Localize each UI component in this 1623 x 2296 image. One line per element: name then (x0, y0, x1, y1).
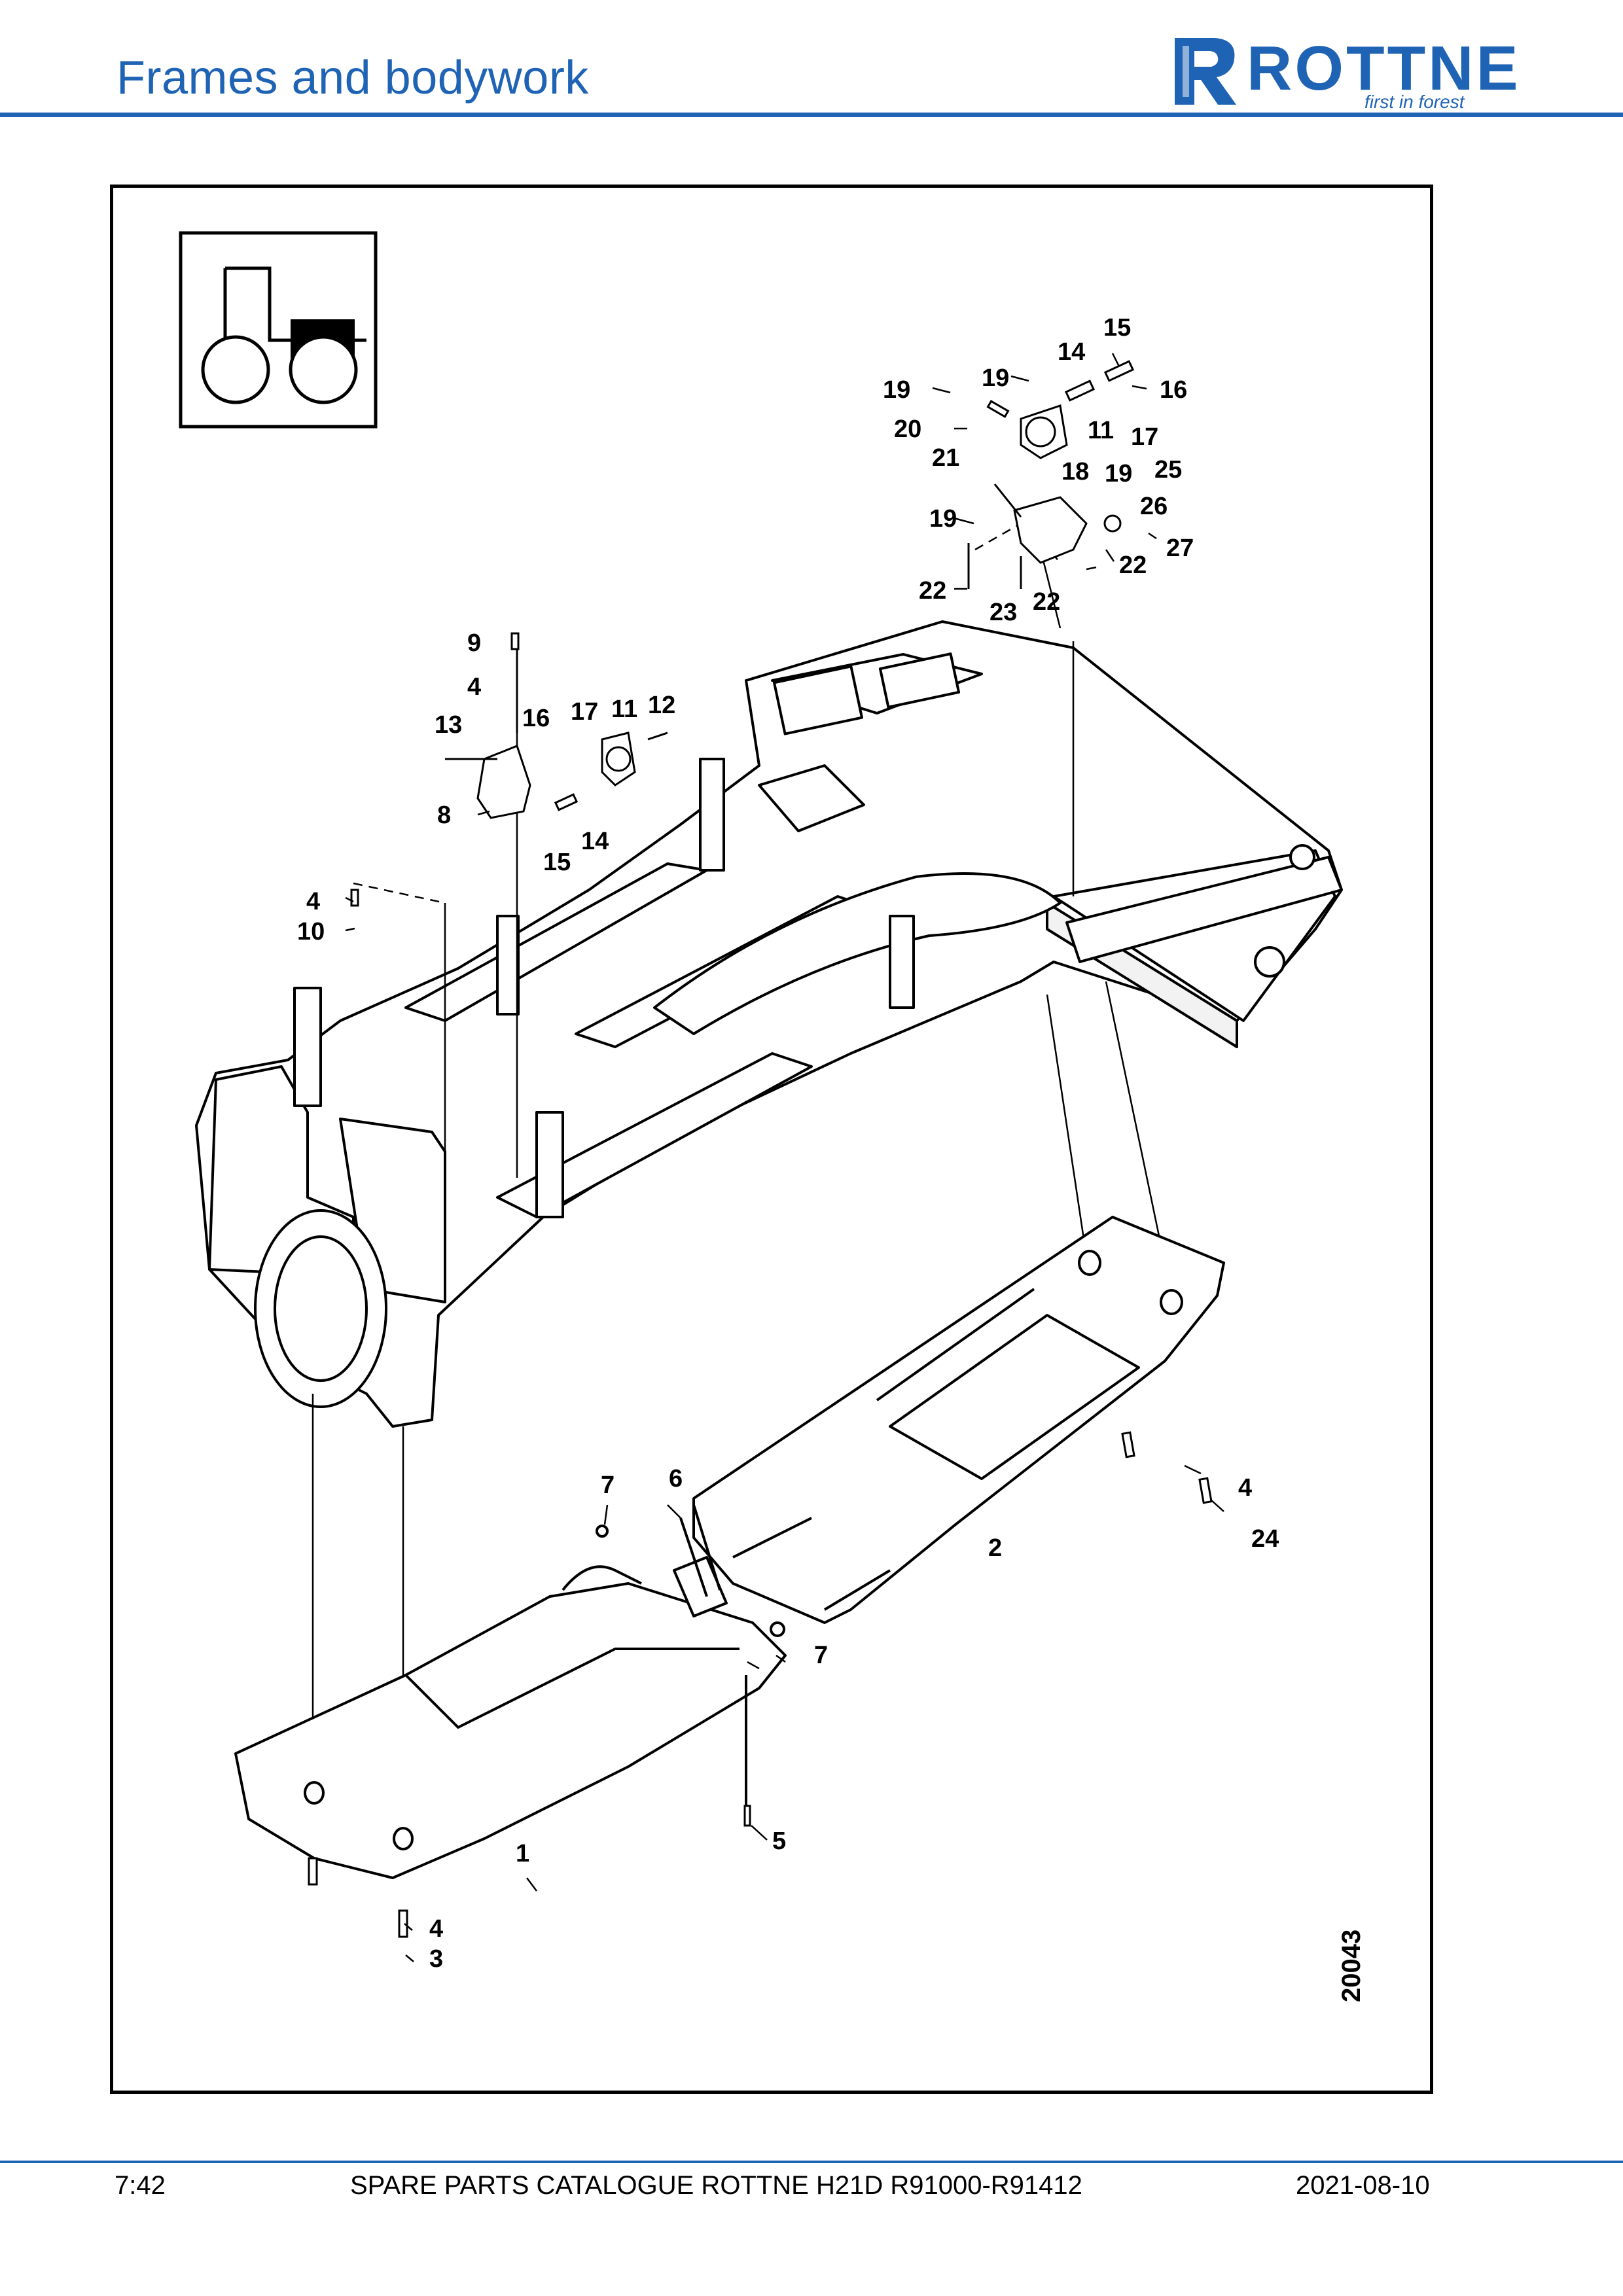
callout-15-upper: 15 (1103, 314, 1131, 342)
callout-19-lower: 19 (929, 505, 957, 533)
bracket-assembly-upper (967, 360, 1135, 589)
callout-18: 18 (1061, 458, 1089, 486)
callout-9: 9 (467, 629, 481, 657)
publication-date: 2021-08-10 (1296, 2171, 1430, 2200)
callout-1: 1 (516, 1840, 529, 1867)
machine-front-section-icon (179, 231, 378, 429)
callout-3: 3 (429, 1945, 443, 1973)
callout-4-bottom: 4 (429, 1915, 443, 1943)
page-title: Frames and bodywork (116, 52, 589, 104)
callout-5: 5 (772, 1828, 786, 1855)
callout-17-left: 17 (571, 698, 598, 726)
exploded-parts-diagram: 15 14 19 19 16 20 11 17 21 18 19 25 26 1… (179, 231, 1366, 2002)
callout-23: 23 (990, 599, 1017, 626)
callout-14-upper: 14 (1058, 338, 1085, 366)
callout-17-upper: 17 (1131, 423, 1158, 451)
callout-20: 20 (894, 415, 921, 443)
bolts (308, 632, 1213, 1938)
brand-name: ROTTNE (1247, 33, 1521, 103)
callout-22-right: 22 (1119, 552, 1147, 579)
callout-13: 13 (435, 711, 462, 739)
callout-11-left: 11 (611, 696, 637, 723)
callout-22-left: 22 (919, 577, 946, 605)
skid-plate-2 (692, 1216, 1225, 1624)
callout-16-upper: 16 (1160, 376, 1187, 404)
callout-21: 21 (932, 444, 959, 472)
callout-4-left: 4 (306, 888, 320, 915)
leader-lines (345, 353, 1224, 1962)
callout-25: 25 (1154, 456, 1182, 484)
callout-7-right: 7 (814, 1642, 828, 1669)
callout-4-upper: 4 (467, 673, 481, 701)
callout-26: 26 (1140, 493, 1168, 520)
footer-divider (0, 2161, 1623, 2163)
callout-11-upper: 11 (1088, 417, 1114, 444)
diagram-frame (110, 185, 1433, 2094)
figure-number: 20043 (1337, 1930, 1366, 2002)
callout-2: 2 (988, 1534, 1002, 1562)
rottne-logo: ROTTNE first in forest (1168, 31, 1522, 112)
callout-22-bottom: 22 (1033, 588, 1060, 616)
rottne-emblem-icon (1175, 38, 1236, 105)
main-frame (195, 620, 1343, 1428)
callout-19-top-right: 19 (982, 364, 1009, 392)
header-divider (0, 113, 1623, 117)
bracket-assembly-left (445, 641, 668, 819)
skid-plate-1 (234, 1504, 787, 1879)
callout-19-middle: 19 (1105, 460, 1132, 487)
callout-7-top: 7 (601, 1472, 615, 1499)
callout-15-left: 15 (543, 849, 571, 876)
callout-19-top-left: 19 (883, 376, 910, 404)
callout-4-right: 4 (1238, 1474, 1252, 1502)
callout-27: 27 (1166, 535, 1194, 562)
callout-6: 6 (669, 1465, 683, 1492)
callout-10: 10 (297, 918, 325, 945)
callout-16-left: 16 (522, 705, 550, 732)
page-number: 7:42 (115, 2171, 166, 2200)
callout-24: 24 (1251, 1525, 1279, 1553)
callout-8: 8 (437, 802, 451, 829)
callout-14-left: 14 (581, 828, 609, 855)
catalogue-title: SPARE PARTS CATALOGUE ROTTNE H21D R91000… (350, 2171, 1082, 2200)
callout-12: 12 (648, 692, 675, 719)
brand-tagline: first in forest (1364, 92, 1465, 112)
